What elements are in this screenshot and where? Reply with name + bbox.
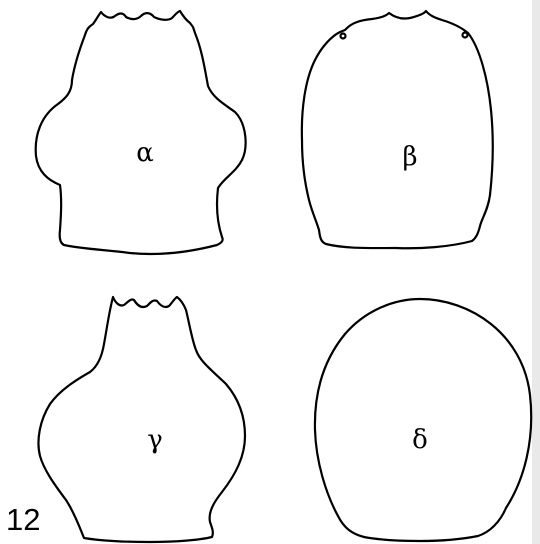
outline-beta bbox=[302, 11, 493, 248]
label-delta: δ bbox=[412, 425, 428, 455]
outline-gamma bbox=[38, 297, 245, 542]
figure-number: 12 bbox=[6, 502, 40, 537]
label-beta: β bbox=[402, 142, 417, 172]
outline-alpha bbox=[36, 11, 246, 254]
label-gamma: γ bbox=[147, 425, 163, 455]
outline-delta bbox=[315, 299, 531, 541]
panel-gamma: γ bbox=[38, 297, 245, 542]
panel-alpha: α bbox=[36, 11, 246, 254]
beta-left-nub bbox=[341, 34, 346, 39]
beta-right-nub bbox=[463, 33, 468, 38]
label-alpha: α bbox=[136, 138, 154, 168]
scan-edge-strip bbox=[532, 0, 540, 544]
panel-delta: δ bbox=[315, 299, 531, 541]
panel-beta: β bbox=[302, 11, 493, 248]
